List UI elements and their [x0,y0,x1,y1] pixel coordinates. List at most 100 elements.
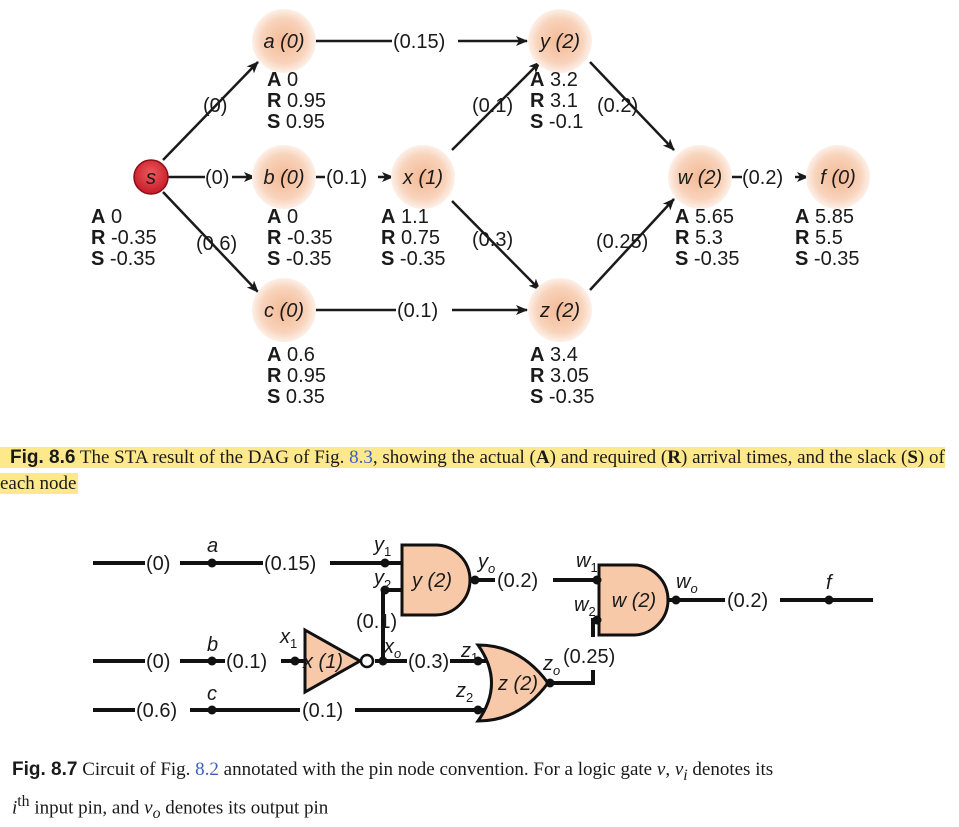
fig-8-6-tag: Fig. 8.6 [10,447,76,468]
node-y [528,9,592,73]
delay-c-z: (0.1) [397,300,438,322]
pin-xo [378,656,388,666]
pinlbl-c: c [207,683,217,705]
delay-s-c: (0.6) [196,233,237,255]
pin-y1 [380,558,390,568]
node-a-label: a (0) [263,31,304,53]
timing-b-R: R -0.35 [267,227,333,249]
gate-y-and [400,543,472,617]
node-x-label: x (1) [402,167,443,189]
node-w-label: w (2) [678,167,722,189]
edge-y-w [589,61,675,151]
pin-x1 [290,656,300,666]
delay87-y-w: (0.2) [497,570,538,592]
timing-s-S: S -0.35 [91,248,156,270]
delay87-b-x: (0.1) [226,651,267,673]
gate-w-label: w (2) [612,590,656,612]
gate-x-bubble [359,653,375,669]
timing-y-A: A 3.2 [530,69,578,91]
edge-x-y [451,61,541,151]
pin-z1 [473,656,483,666]
pinlbl-a: a [207,535,218,557]
gate-x-label: x (1) [302,651,343,673]
pin-yo [470,575,480,585]
pinlbl-xo: xo [383,636,401,661]
pin-f [824,595,834,605]
pinlbl-y2: y2 [372,567,391,592]
node-z-label: z (2) [539,300,580,322]
fig-8-2-link[interactable]: 8.2 [195,759,219,780]
gate-z-label: z (2) [497,673,538,695]
node-b-label: b (0) [263,167,304,189]
pin-z2 [473,705,483,715]
edge-z-w [589,198,675,291]
pinlbl-b: b [207,634,218,656]
delay87-c-z: (0.1) [302,700,343,722]
delay87-a-in: (0) [146,553,170,575]
edge-s-a [162,61,259,161]
fig-8-3-link[interactable]: 8.3 [349,447,373,468]
timing-f-A: A 5.85 [795,206,854,228]
pinlbl-x1: x1 [279,626,297,651]
fig-8-6-dag: s a (0) b (0) c (0) x (1) y (2) z (2) w … [91,9,870,408]
delay87-w-f: (0.2) [727,590,768,612]
gate-w-and [597,563,670,637]
timing-z-S: S -0.35 [530,386,595,408]
node-c [252,278,316,342]
node-f [806,145,870,209]
pin-b [207,656,217,666]
pinlbl-w2: w2 [574,594,596,619]
pin-wo [671,595,681,605]
pin-a [207,558,217,568]
pinlbl-y1: y1 [372,534,391,559]
timing-x-R: R 0.75 [381,227,440,249]
fig-8-6-caption: Fig. 8.6 The STA result of the DAG of Fi… [0,447,945,494]
delay87-z-w: (0.25) [563,646,615,668]
pinlbl-f: f [826,572,834,594]
delay-x-y: (0.1) [472,95,513,117]
wire-z-w2-b [591,618,599,637]
pinlbl-zo: zo [542,653,560,678]
timing-f-S: S -0.35 [795,248,860,270]
node-a [252,9,316,73]
node-b [252,145,316,209]
delay-y-w: (0.2) [597,95,638,117]
node-y-label: y (2) [538,31,580,53]
timing-z-A: A 3.4 [530,344,578,366]
delay87-c-in: (0.6) [136,700,177,722]
delay87-x-y: (0.1) [356,611,397,633]
pinlbl-w1: w1 [576,550,598,575]
timing-x-A: A 1.1 [381,206,429,228]
wire-x-y2 [381,588,402,661]
pinlbl-yo: yo [476,551,495,576]
timing-b-S: S -0.35 [267,248,332,270]
timing-w-R: R 5.3 [675,227,723,249]
node-z [528,278,592,342]
delay-b-x: (0.1) [326,167,367,189]
node-c-label: c (0) [264,300,304,322]
timing-z-R: R 3.05 [530,365,589,387]
delay87-a-y: (0.15) [264,553,316,575]
timing-y-S: S -0.1 [530,111,583,133]
node-x [391,145,455,209]
node-s [133,159,169,195]
node-w [668,145,732,209]
delay-z-w: (0.25) [596,231,648,253]
timing-b-A: A 0 [267,206,298,228]
edge-s-c [162,191,259,293]
node-s-label: s [146,167,156,189]
fig-8-7-tag: Fig. 8.7 [12,759,78,780]
gate-y-label: y (2) [410,570,452,592]
pinlbl-z2: z2 [455,680,473,705]
delay87-x-z: (0.3) [408,651,449,673]
timing-x-S: S -0.35 [381,248,446,270]
timing-y-R: R 3.1 [530,90,578,112]
delay-s-b: (0) [205,167,229,189]
pinlbl-wo: wo [676,571,698,596]
timing-a-A: A 0 [267,69,298,91]
gate-z-or [475,643,550,723]
timing-a-S: S 0.95 [267,111,325,133]
timing-f-R: R 5.5 [795,227,843,249]
pin-zo [545,678,555,688]
delay-a-y: (0.15) [393,31,445,53]
